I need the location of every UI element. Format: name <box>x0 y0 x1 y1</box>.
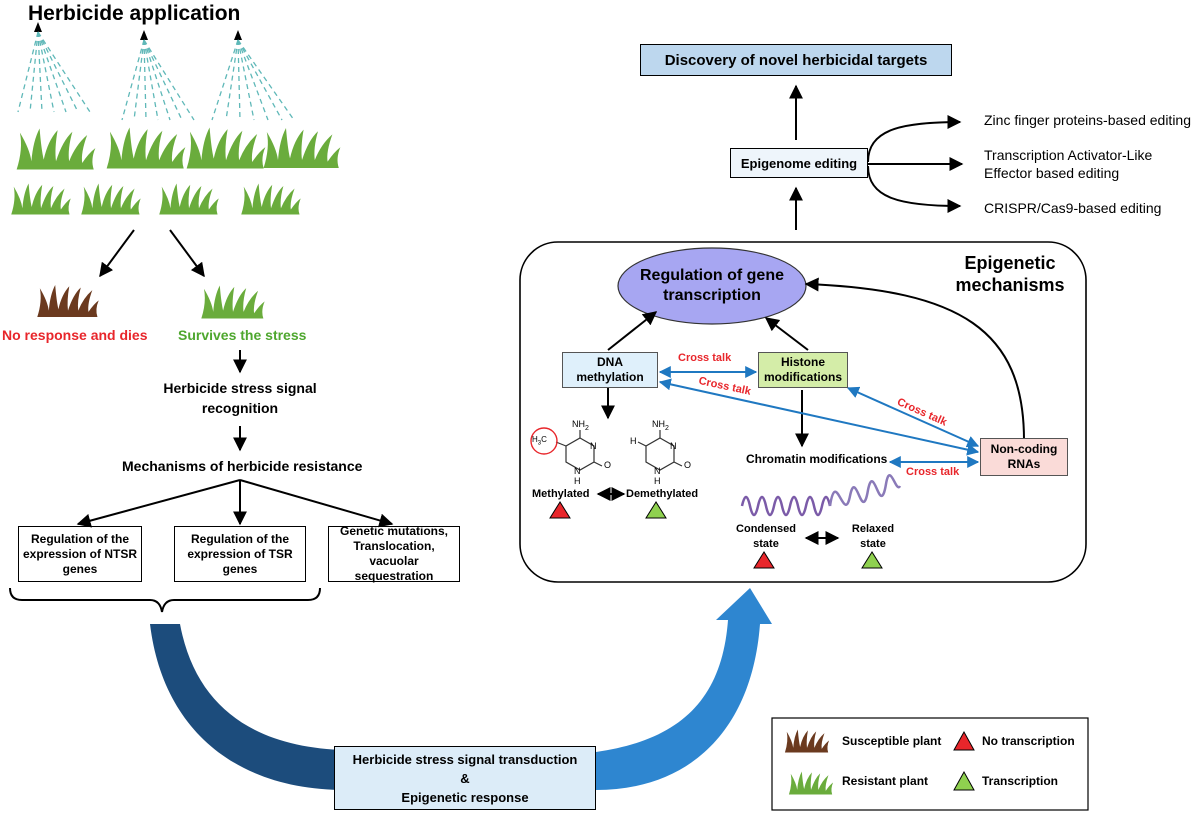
mechanisms-label: Mechanisms of herbicide resistance <box>122 458 363 474</box>
dna-methylation-box: DNA methylation <box>562 352 658 388</box>
figure-title: Herbicide application <box>28 2 241 25</box>
ring-n-label: N <box>590 441 597 451</box>
resistant-plant-icon <box>106 127 186 169</box>
dead-plant-icon <box>37 285 99 317</box>
sprayer-nozzle-icon <box>140 30 148 40</box>
no-transcription-legend-icon <box>953 730 975 751</box>
condensed-state-label: Condensed state <box>736 523 796 550</box>
legend-transcription-label: Transcription <box>982 774 1059 788</box>
ring-n-label: N <box>670 441 677 451</box>
legend-resistant-label: Resistant plant <box>842 774 929 788</box>
resistant-plant-icon <box>159 183 219 215</box>
regulation-label: Regulation of gene transcription <box>640 267 784 304</box>
legend-no-transcription-label: No transcription <box>982 734 1075 748</box>
legend-susceptible-label: Susceptible plant <box>842 734 942 748</box>
cytosine-structure <box>637 430 683 471</box>
histone-modifications-box: Histone modifications <box>758 352 848 388</box>
big-arrow-left-arm <box>150 624 346 790</box>
methyl-group-label: H3C <box>532 435 547 447</box>
discovery-box: Discovery of novel herbicidal targets <box>640 44 952 76</box>
transcription-legend-icon <box>953 770 975 791</box>
crispr-label: CRISPR/Cas9-based editing <box>984 200 1162 216</box>
h-label: H <box>630 436 637 446</box>
survivor-plant-icon <box>201 285 265 319</box>
tsr-box: Regulation of the expression of TSR gene… <box>174 526 306 582</box>
cross-talk-label: Cross talk <box>678 352 732 364</box>
non-coding-rnas-box: Non-coding RNAs <box>980 438 1068 476</box>
resistant-plant-icon <box>11 183 71 215</box>
amine-group-label: NH2 <box>572 419 589 432</box>
methylated-label: Methylated <box>532 488 590 500</box>
signal-recognition-label: Herbicide stress signal recognition <box>163 380 317 416</box>
epigenome-editing-box: Epigenome editing <box>730 148 868 178</box>
top-right-arrows <box>789 84 964 230</box>
left-flow-arrows <box>76 229 394 528</box>
methylcytosine-structure <box>530 427 603 471</box>
grouping-brace <box>9 587 321 613</box>
no-transcription-triangle <box>753 551 775 569</box>
resistant-plant-icon <box>16 128 96 170</box>
carbonyl-label: O <box>684 460 692 470</box>
transcription-triangle <box>645 501 667 519</box>
sprayer-group <box>34 22 242 40</box>
big-arrow-right-arm <box>596 588 772 790</box>
panel-title: Epigenetic mechanisms <box>955 253 1065 295</box>
relaxed-state-label: Relaxed state <box>851 523 895 550</box>
cross-talk-label: Cross talk <box>906 466 960 478</box>
relaxed-chromatin-strand <box>828 474 902 507</box>
resistant-plant-icon <box>241 183 301 215</box>
genetic-mutations-box: Genetic mutations, Translocation, vacuol… <box>328 524 460 583</box>
demethylated-label: Demethylated <box>626 488 699 500</box>
cross-talk-arrows <box>658 366 980 468</box>
survives-label: Survives the stress <box>178 327 307 343</box>
zinc-finger-label: Zinc finger proteins-based editing <box>984 112 1192 128</box>
spray-lines <box>17 31 295 121</box>
ntsr-box: Regulation of the expression of NTSR gen… <box>18 526 142 582</box>
amine-group-label: NH2 <box>652 419 669 432</box>
legend-box <box>771 717 1089 811</box>
resistant-plant-icon <box>263 128 341 168</box>
no-transcription-triangle <box>549 501 571 519</box>
carbonyl-label: O <box>604 460 612 470</box>
chromatin-label: Chromatin modifications <box>746 452 888 466</box>
resistant-plant-icon <box>186 127 266 169</box>
sprayer-nozzle-icon <box>34 22 42 32</box>
sprayer-nozzle-icon <box>234 30 242 40</box>
resistant-plant-icon <box>81 183 141 215</box>
signal-transduction-box: Herbicide stress signal transduction & E… <box>334 746 596 810</box>
talen-label: Transcription Activator-Like Effector ba… <box>984 147 1153 181</box>
dies-label: No response and dies <box>2 327 148 343</box>
condensed-chromatin-coil <box>740 495 832 517</box>
grass-field <box>11 127 341 319</box>
transcription-triangle <box>861 551 883 569</box>
